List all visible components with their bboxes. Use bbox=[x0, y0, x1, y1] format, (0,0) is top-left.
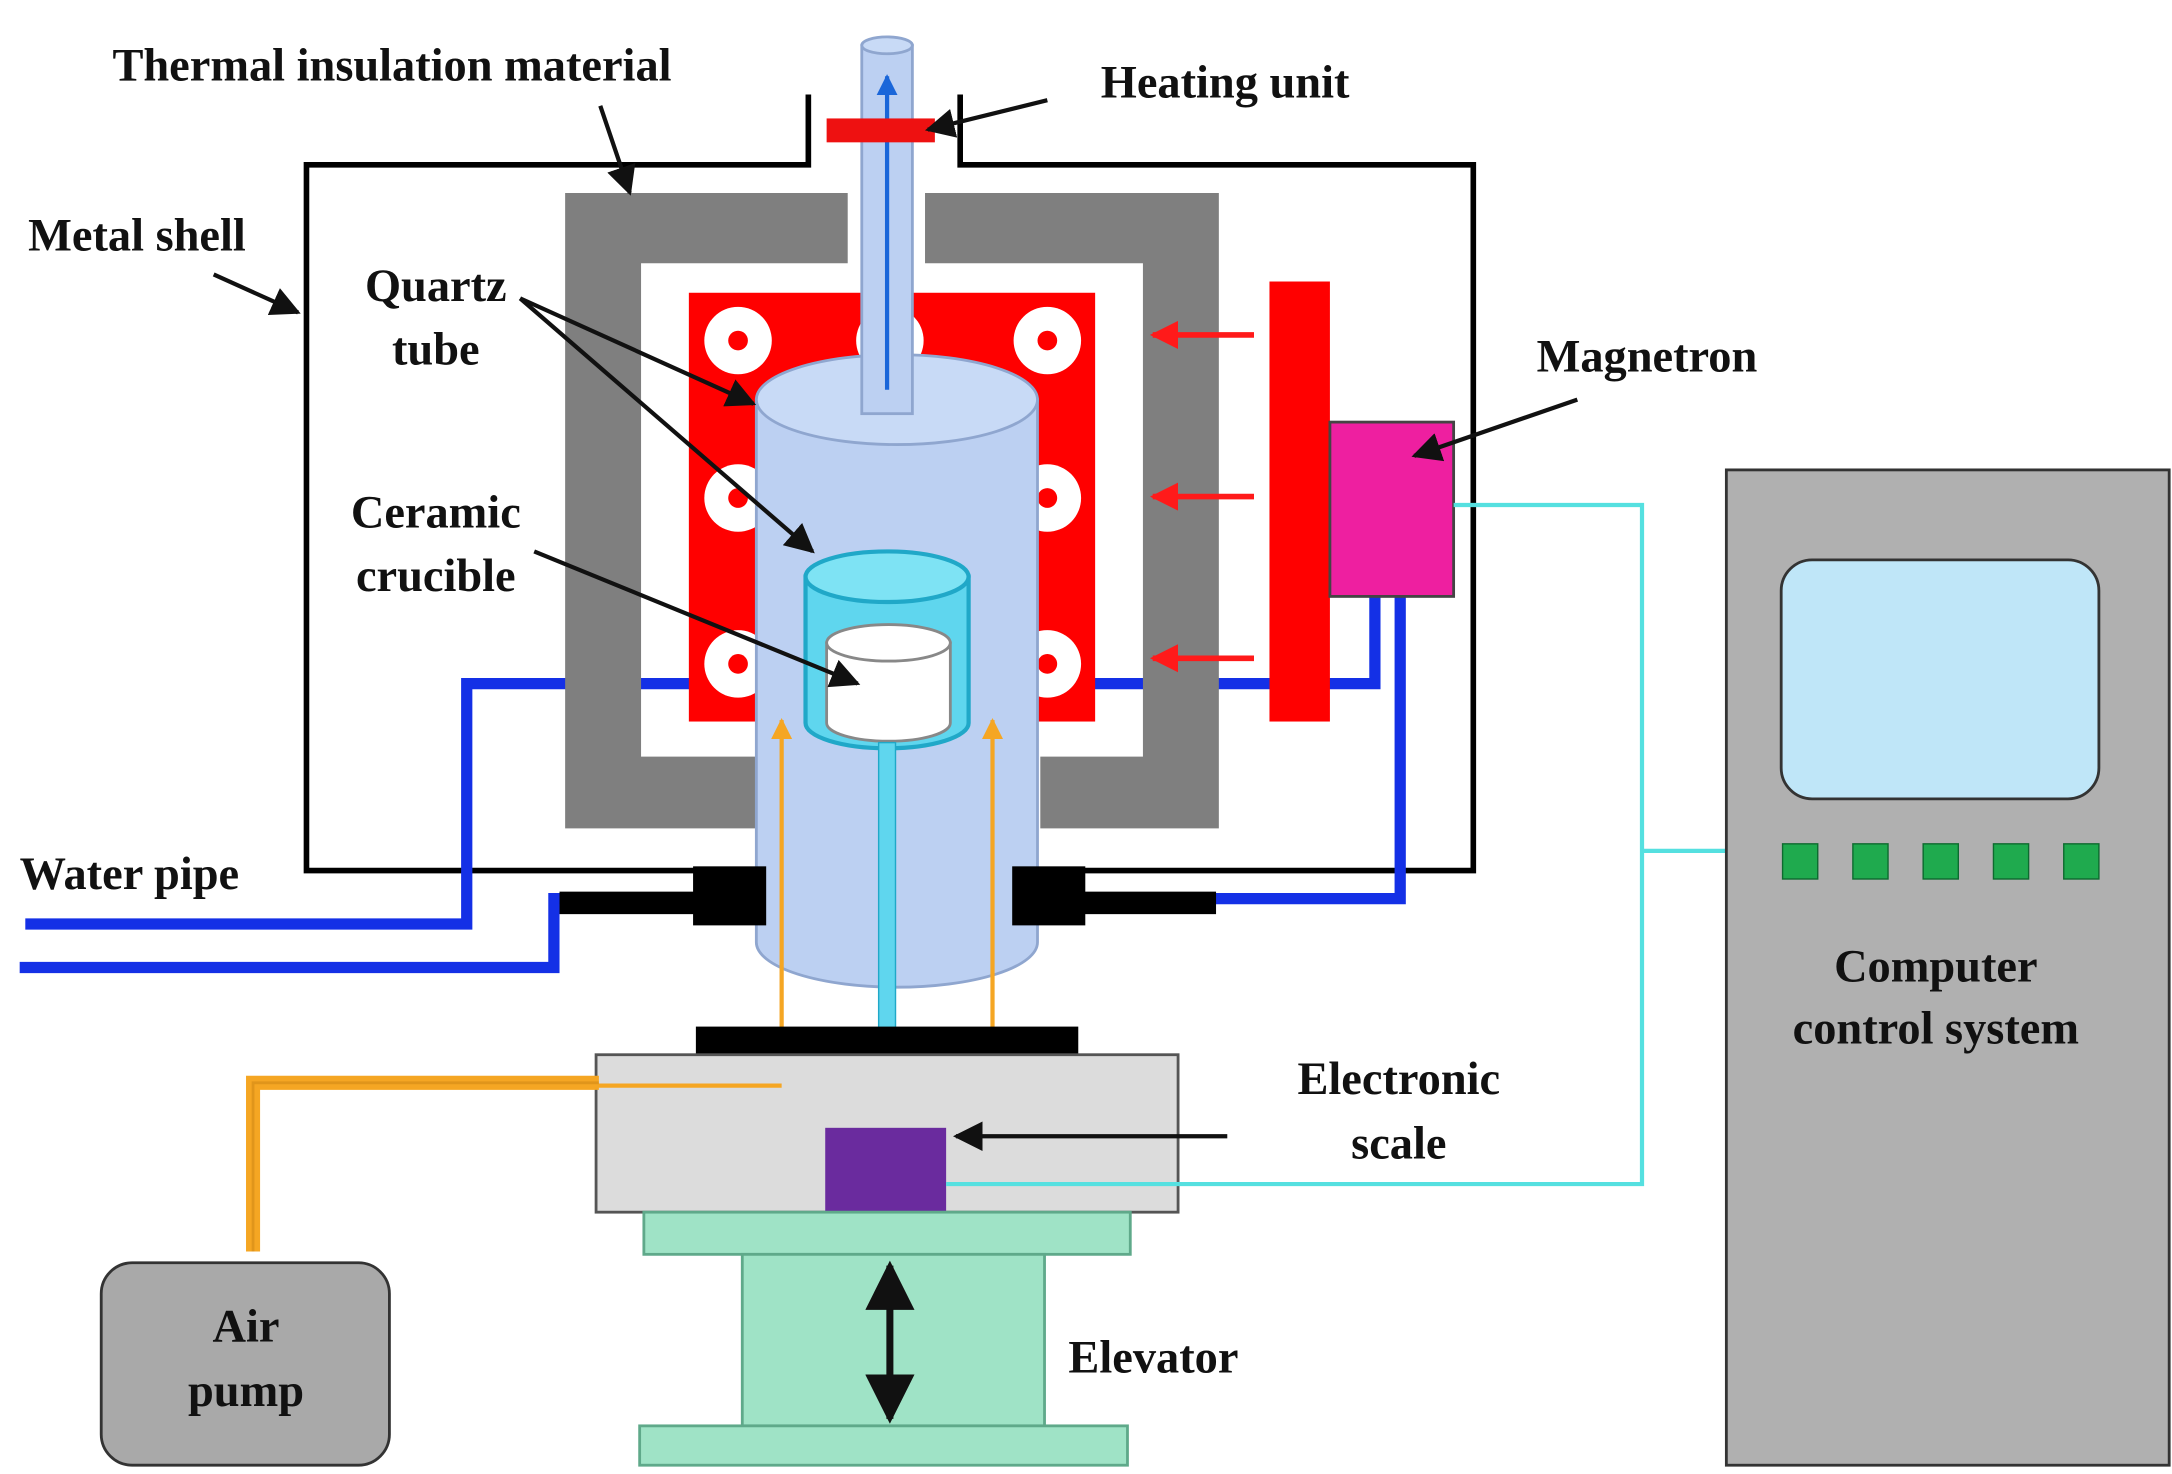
label-air-pump: pump bbox=[188, 1366, 304, 1417]
label-elevator: Elevator bbox=[1068, 1332, 1238, 1383]
computer-buttons bbox=[1781, 843, 2100, 880]
pointer-quartz-tube bbox=[518, 296, 815, 554]
signal-line bbox=[946, 502, 1727, 1187]
label-computer-control-system: control system bbox=[1793, 1003, 2079, 1054]
label-quartz-tube: tube bbox=[392, 324, 480, 375]
label-electronic-scale: Electronic bbox=[1297, 1054, 1500, 1105]
seal-flange bbox=[559, 866, 1217, 926]
label-water-pipe: Water pipe bbox=[20, 849, 239, 900]
pointer-thermal-insulation bbox=[598, 105, 636, 196]
label-electronic-scale: scale bbox=[1351, 1119, 1446, 1170]
air-supply-pipe bbox=[246, 1075, 599, 1252]
gas-outlet-pipe bbox=[860, 35, 914, 416]
air-pump bbox=[99, 1261, 391, 1467]
label-heating-unit: Heating unit bbox=[1101, 57, 1350, 108]
label-quartz-tube: Quartz bbox=[365, 261, 507, 312]
pointer-quartz-tube bbox=[519, 296, 757, 407]
microwave-arrow bbox=[1149, 320, 1254, 673]
weighing-sensor bbox=[825, 1127, 947, 1213]
elevator bbox=[638, 1210, 1132, 1467]
scale-plate bbox=[695, 1026, 1079, 1055]
label-magnetron: Magnetron bbox=[1537, 331, 1758, 382]
label-thermal-insulation: Thermal insulation material bbox=[112, 40, 671, 91]
pointer-metal-shell bbox=[212, 272, 301, 315]
label-computer-control-system: Computer bbox=[1834, 942, 2038, 993]
ceramic-crucible bbox=[803, 549, 971, 751]
label-ceramic-crucible: crucible bbox=[356, 551, 516, 602]
pointer-heating-unit bbox=[924, 98, 1048, 138]
computer-screen bbox=[1779, 558, 2101, 801]
label-air-pump: Air bbox=[213, 1302, 280, 1353]
air-supply-pipe bbox=[251, 1081, 599, 1252]
label-ceramic-crucible: Ceramic bbox=[351, 488, 521, 539]
pointer-ceramic-crucible bbox=[533, 549, 861, 688]
pointer-magnetron bbox=[1411, 397, 1579, 462]
label-metal-shell: Metal shell bbox=[28, 211, 246, 262]
heating-unit bbox=[826, 118, 935, 143]
thermal-insulation bbox=[925, 192, 1219, 829]
magnetron-antenna bbox=[1269, 281, 1330, 722]
